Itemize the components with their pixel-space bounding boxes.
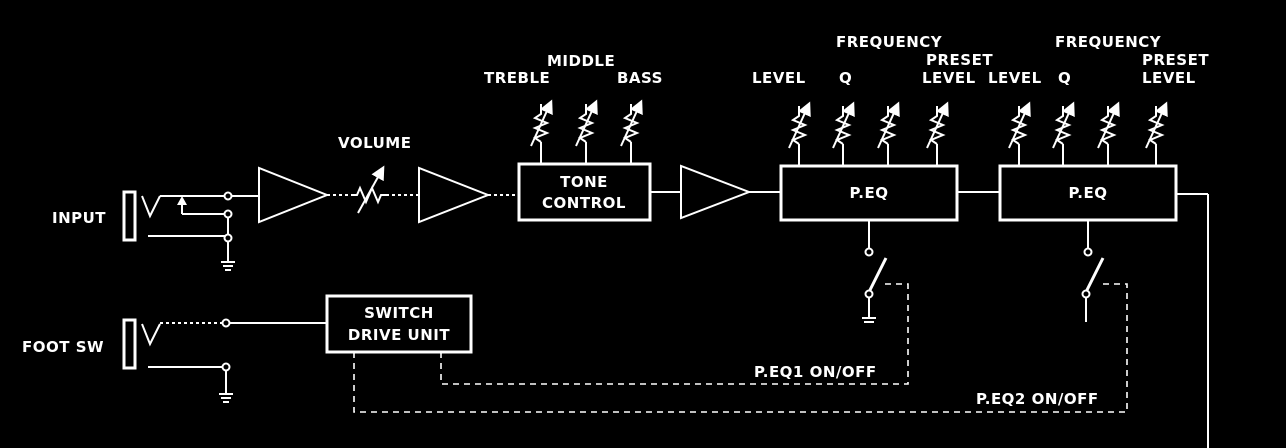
treble-label: TREBLE: [484, 69, 550, 87]
third-amp: [680, 164, 752, 220]
peq1-q-label: Q: [839, 69, 852, 87]
peq1-pots: [788, 101, 949, 166]
peq1-frequency-label: FREQUENCY: [836, 33, 943, 51]
peq1-box-label: P.EQ: [850, 184, 889, 202]
peq2-control-line: [353, 283, 1128, 413]
peq2-q-label: Q: [1058, 69, 1071, 87]
input-jack: [122, 190, 235, 271]
peq2-frequency-label: FREQUENCY: [1055, 33, 1162, 51]
input-amp: [258, 166, 330, 224]
tone-pots: [530, 99, 643, 164]
peq2-preset-label-1: PRESET: [1142, 51, 1209, 69]
second-amp: [418, 166, 491, 224]
foot-sw-label: FOOT SW: [22, 338, 104, 356]
peq2-preset-label-2: LEVEL: [1142, 69, 1196, 87]
peq1-onoff-label: P.EQ1 ON/OFF: [754, 363, 877, 381]
peq2-pots: [1008, 101, 1168, 166]
peq2-box-label: P.EQ: [1069, 184, 1108, 202]
tone-control-label-1: TONE: [560, 173, 608, 191]
peq1-preset-label-2: LEVEL: [922, 69, 976, 87]
switch-drive-label-2: DRIVE UNIT: [348, 326, 450, 344]
peq2-level-label: LEVEL: [988, 69, 1042, 87]
peq2-onoff-label: P.EQ2 ON/OFF: [976, 390, 1099, 408]
input-label: INPUT: [52, 209, 106, 227]
peq1-preset-label-1: PRESET: [926, 51, 993, 69]
output-line: [1176, 193, 1209, 448]
peq1-control-line: [440, 283, 909, 385]
switch-drive-label-1: SWITCH: [364, 304, 434, 322]
tone-control-label-2: CONTROL: [542, 194, 626, 212]
volume-label: VOLUME: [338, 134, 411, 152]
middle-label: MIDDLE: [547, 52, 615, 70]
foot-switch-jack: [122, 318, 327, 403]
volume-pot: [352, 165, 386, 214]
peq1-switch: [862, 220, 888, 323]
peq2-switch: [1081, 220, 1105, 322]
peq1-level-label: LEVEL: [752, 69, 806, 87]
bass-label: BASS: [617, 69, 663, 87]
switch-drive-unit-box: [325, 294, 473, 354]
